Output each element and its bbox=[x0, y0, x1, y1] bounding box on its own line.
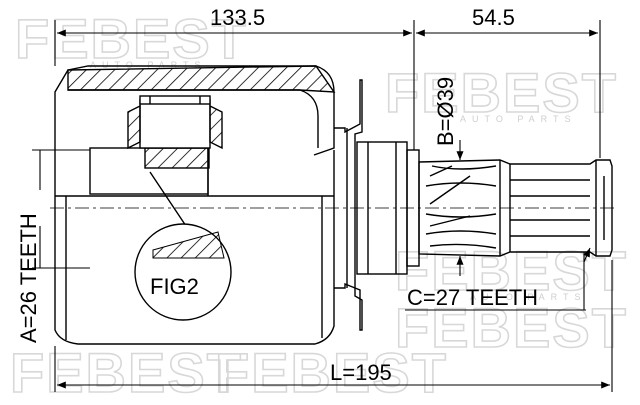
dimensions bbox=[32, 20, 613, 392]
watermark-brand: FEBEST bbox=[15, 7, 248, 70]
watermark-brand: FEBEST bbox=[10, 341, 243, 400]
watermark-sub: AUTO PARTS bbox=[90, 60, 207, 70]
watermark-brand: FEBEST bbox=[215, 341, 448, 400]
fig2-detail: FIG2 bbox=[134, 223, 232, 321]
fig2-label: FIG2 bbox=[150, 274, 199, 299]
watermark-sub: AUTO PARTS bbox=[470, 292, 587, 302]
watermark-brand: FEBEST bbox=[385, 61, 618, 124]
watermark-sub: AUTO PARTS bbox=[460, 114, 577, 124]
dim-total-length: L=195 bbox=[330, 360, 392, 385]
housing bbox=[54, 65, 336, 345]
spline-shaft bbox=[418, 159, 613, 257]
watermark-layer: FEBEST FEBEST FEBEST FEBEST FEBEST FEBES… bbox=[9, 6, 628, 405]
dim-teeth-a: A=26 TEETH bbox=[16, 213, 41, 343]
dim-diameter-b: B=Ø39 bbox=[433, 77, 458, 146]
dim-length-top-right: 54.5 bbox=[472, 5, 515, 30]
watermark-brand: FEBEST bbox=[395, 296, 628, 359]
dim-length-top-left: 133.5 bbox=[210, 5, 265, 30]
dim-teeth-c: C=27 TEETH bbox=[407, 285, 538, 310]
